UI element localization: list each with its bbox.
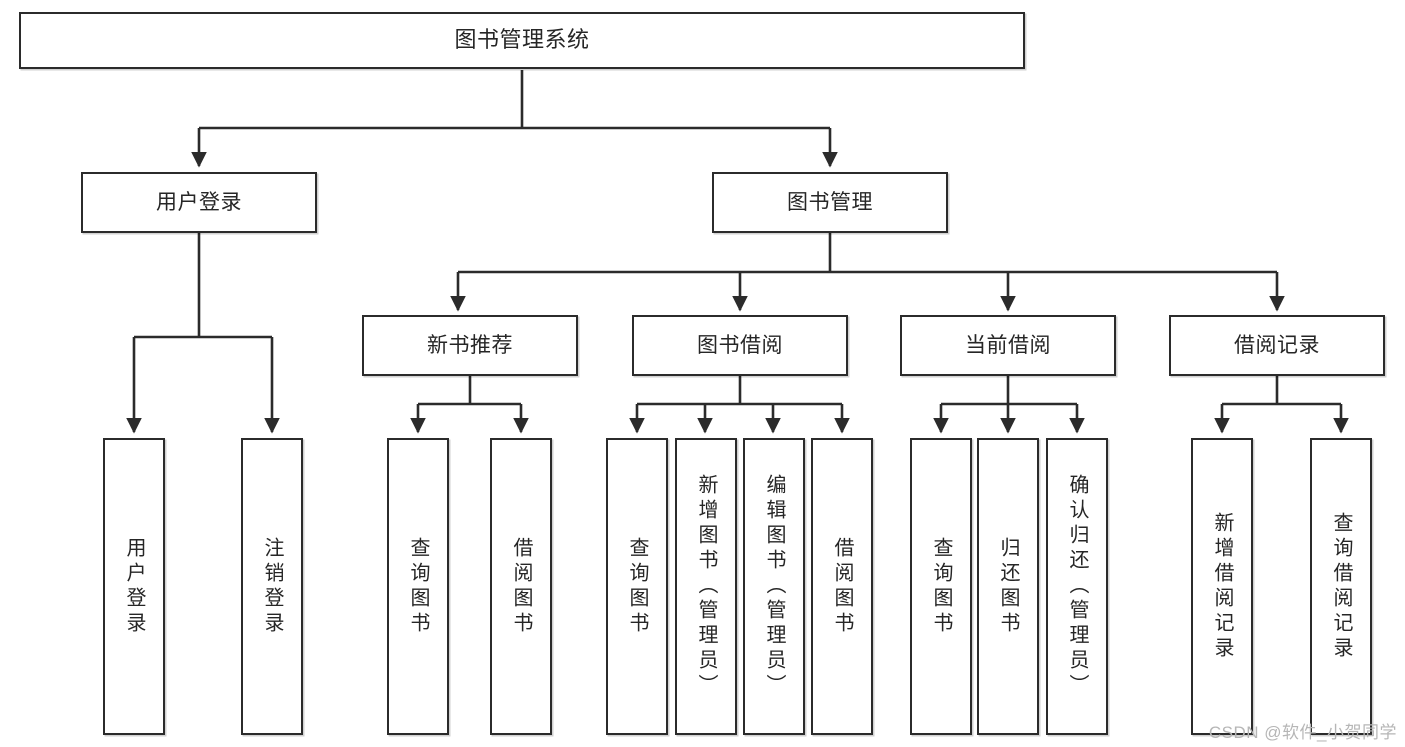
node-new-book-recommend[interactable]: 新书推荐 xyxy=(362,315,578,376)
node-borrow-record[interactable]: 借阅记录 xyxy=(1169,315,1385,376)
node-current-borrow[interactable]: 当前借阅 xyxy=(900,315,1116,376)
node-label: 新增借阅记录 xyxy=(1211,511,1233,662)
node-label: 当前借阅 xyxy=(965,333,1051,357)
node-label: 查询图书 xyxy=(407,536,429,637)
node-book-management[interactable]: 图书管理 xyxy=(712,172,948,233)
leaf-query-borrow-record[interactable]: 查询借阅记录 xyxy=(1310,438,1372,735)
leaf-user-login[interactable]: 用户登录 xyxy=(103,438,165,735)
node-user-login[interactable]: 用户登录 xyxy=(81,172,317,233)
node-label: 注销登录 xyxy=(261,536,283,637)
leaf-borrow-book-borrow[interactable]: 借阅图书 xyxy=(811,438,873,735)
node-label: 查询图书 xyxy=(930,536,952,637)
node-label: 借阅图书 xyxy=(831,536,853,637)
leaf-add-borrow-record[interactable]: 新增借阅记录 xyxy=(1191,438,1253,735)
node-label: 归还图书 xyxy=(997,536,1019,637)
leaf-edit-book[interactable]: 编辑图书（管理员） xyxy=(743,438,805,735)
node-label: 用户登录 xyxy=(156,190,242,214)
leaf-query-book-current[interactable]: 查询图书 xyxy=(910,438,972,735)
node-label: 图书管理 xyxy=(787,190,873,214)
leaf-logout-login[interactable]: 注销登录 xyxy=(241,438,303,735)
node-label: 新增图书（管理员） xyxy=(695,474,717,699)
node-label: 确认归还（管理员） xyxy=(1066,474,1088,699)
leaf-query-book-recommend[interactable]: 查询图书 xyxy=(387,438,449,735)
node-label: 借阅图书 xyxy=(510,536,532,637)
node-label: 借阅记录 xyxy=(1234,333,1320,357)
leaf-query-book-borrow[interactable]: 查询图书 xyxy=(606,438,668,735)
node-label: 新书推荐 xyxy=(427,333,513,357)
leaf-borrow-book-recommend[interactable]: 借阅图书 xyxy=(490,438,552,735)
node-root-system[interactable]: 图书管理系统 xyxy=(19,12,1025,69)
node-label: 查询图书 xyxy=(626,536,648,637)
node-label: 用户登录 xyxy=(123,536,145,637)
leaf-confirm-return[interactable]: 确认归还（管理员） xyxy=(1046,438,1108,735)
node-label: 图书借阅 xyxy=(697,333,783,357)
node-book-borrow[interactable]: 图书借阅 xyxy=(632,315,848,376)
node-label: 查询借阅记录 xyxy=(1330,511,1352,662)
node-label: 编辑图书（管理员） xyxy=(763,474,785,699)
leaf-add-book[interactable]: 新增图书（管理员） xyxy=(675,438,737,735)
leaf-return-book[interactable]: 归还图书 xyxy=(977,438,1039,735)
csdn-watermark: CSDN @软件_小贺同学 xyxy=(1208,723,1397,742)
node-label: 图书管理系统 xyxy=(454,27,590,53)
